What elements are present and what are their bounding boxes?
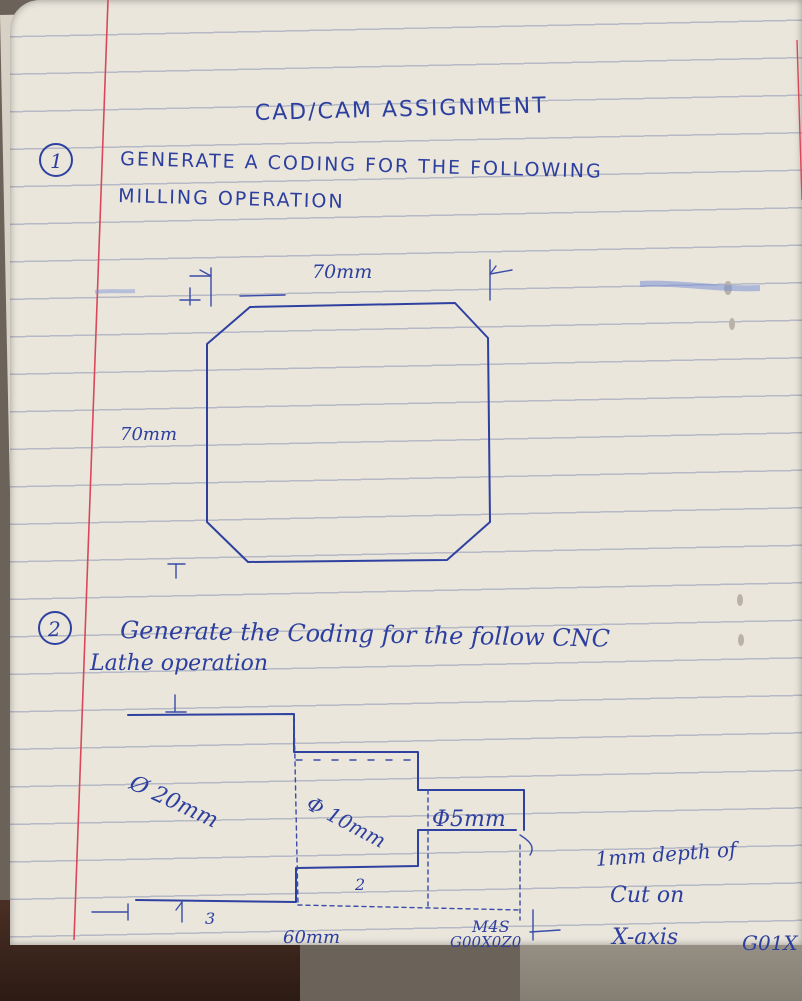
- binder-hole: [737, 594, 743, 606]
- question-1-number: 1: [50, 149, 63, 173]
- question-1-line2: MILLING OPERATION: [118, 185, 345, 213]
- lathe-centerline: [297, 904, 521, 911]
- margin-line-right: [796, 39, 802, 201]
- margin-line: [73, 0, 109, 941]
- question-2-number: 2: [47, 617, 61, 641]
- lathe-tool-curve: [519, 834, 533, 856]
- lathe-note-line4: G01X: [742, 931, 798, 955]
- dimension-arrow-right: [489, 269, 513, 275]
- lathe-diameter-10: Φ 10mm: [303, 791, 390, 853]
- lathe-length-60: 60mm: [283, 927, 340, 948]
- lathe-note-line2: Cut on: [610, 883, 684, 908]
- question-2-circle: [38, 611, 72, 645]
- question-1-line1: GENERATE A CODING FOR THE FOLLOWING: [120, 148, 603, 183]
- lathe-note-line3: X-axis: [610, 925, 678, 950]
- assignment-heading: CAD/CAM ASSIGNMENT: [255, 93, 548, 126]
- lathe-code-m4s: M4S: [471, 917, 510, 936]
- lathe-profile-inner: [135, 829, 517, 903]
- lathe-note-line1: 1mm depth of: [595, 837, 741, 871]
- lathe-step-3: 3: [205, 909, 215, 928]
- lathe-tool-arrow: [529, 929, 561, 933]
- lathe-code-g00: G00X0Z0: [450, 933, 522, 951]
- lathe-diameter-5: Φ5mm: [432, 807, 506, 832]
- binder-hole: [738, 634, 744, 646]
- milling-height-label: 70mm: [120, 424, 177, 445]
- question-1-circle: [39, 143, 73, 177]
- milling-width-label: 70mm: [312, 261, 372, 283]
- lathe-step-2: 2: [354, 875, 365, 894]
- dimension-line-top: [239, 294, 286, 297]
- notebook-page: [10, 0, 802, 945]
- dimension-arrowhead-right: [489, 265, 497, 275]
- binder-hole: [729, 318, 735, 330]
- question-2-line1: Generate the Coding for the follow CNC: [120, 616, 610, 653]
- dimension-arrowhead-left: [199, 269, 212, 277]
- lathe-diameter-20: Ø 20mm: [125, 770, 222, 833]
- lathe-section-line: [293, 713, 299, 906]
- lathe-arrow-3-head: [175, 901, 183, 911]
- question-2-line2: Lathe operation: [89, 651, 268, 676]
- ink-smudge: [639, 280, 761, 292]
- milling-part-outline: [206, 302, 491, 563]
- ink-smudge: [94, 289, 136, 294]
